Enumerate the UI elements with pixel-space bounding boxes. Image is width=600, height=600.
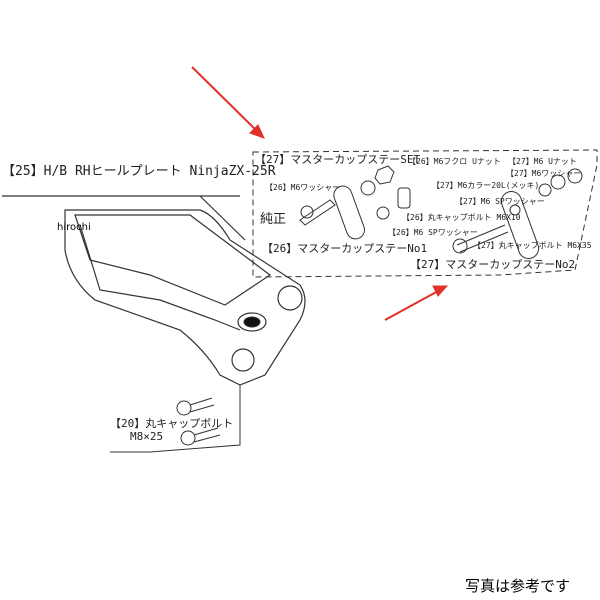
label-washer-27: 【27】M6ワッシャー bbox=[506, 169, 582, 178]
label-genuine: 純正 bbox=[260, 212, 287, 227]
heel-plate bbox=[2, 195, 306, 386]
label-sp-washer-27: 【27】M6 SPワッシャー bbox=[455, 197, 545, 206]
label-bolt-26: 【26】丸キャップボルト M6X10 bbox=[402, 213, 521, 222]
label-master-set: 【27】マスターカップステーSET bbox=[255, 153, 421, 166]
label-stay-no2: 【27】マスターカップステーNo2 bbox=[410, 258, 576, 271]
cap-bolt-m8 bbox=[110, 385, 241, 453]
red-arrow-bottom bbox=[384, 285, 449, 321]
label-stay-no1: 【26】マスターカップステーNo1 bbox=[262, 242, 428, 255]
caption: 写真は参考です bbox=[465, 577, 571, 595]
red-arrow-top bbox=[191, 66, 265, 139]
label-sp-washer-26: 【26】M6 SPワッシャー bbox=[388, 228, 478, 237]
label-u-nut: 【27】M6 Uナット bbox=[508, 157, 577, 166]
label-cap-bolt-20-size: M8×25 bbox=[130, 430, 164, 443]
label-heel-plate: 【25】H/B RHヒールプレート NinjaZX-25R bbox=[2, 164, 276, 179]
label-fukuro-nut: 【26】M6フクロ Uナット bbox=[408, 157, 501, 166]
watermark: hirochi bbox=[57, 222, 91, 233]
master-cup-stay-parts bbox=[299, 165, 583, 259]
set-dashed-boundary bbox=[252, 149, 598, 278]
brand-logo bbox=[243, 316, 261, 328]
label-cap-bolt-20: 【20】丸キャップボルト bbox=[110, 417, 234, 430]
label-collar: 【27】M6カラー20L(メッキ) bbox=[432, 181, 540, 190]
label-washer-26: 【26】M6ワッシャー bbox=[265, 183, 341, 192]
label-bolt-27: 【27】丸キャップボルト M6X35 bbox=[473, 241, 592, 250]
